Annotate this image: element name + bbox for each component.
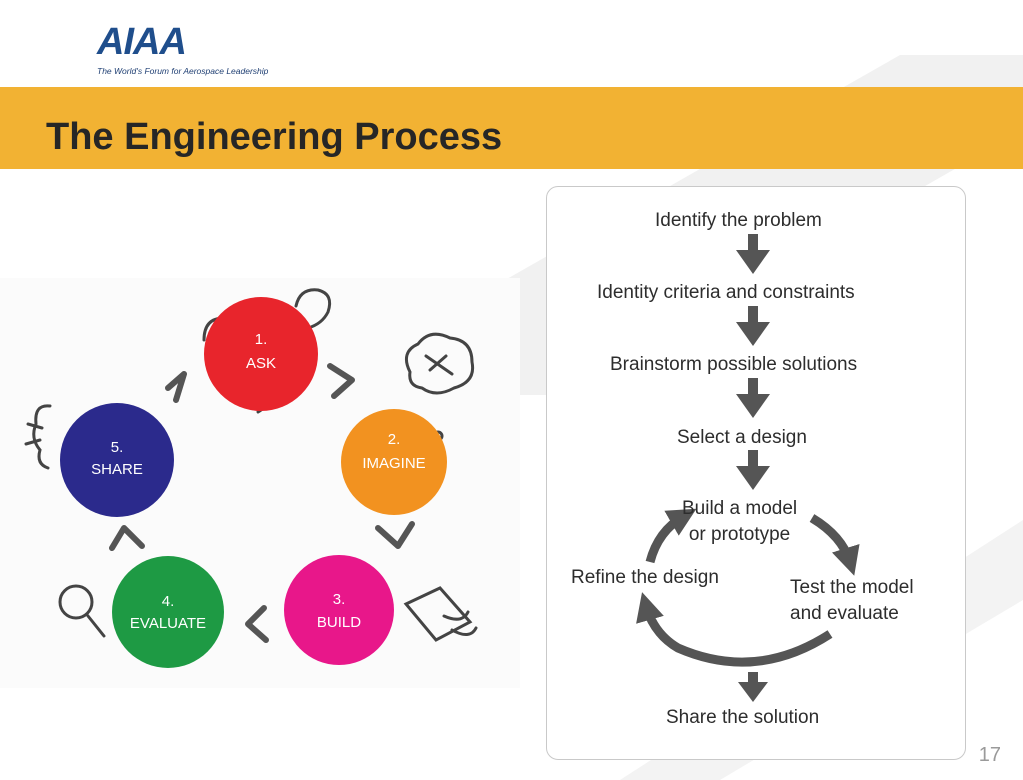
flow-step-criteria: Identity criteria and constraints bbox=[597, 282, 855, 303]
question-mark-icon bbox=[294, 288, 332, 340]
cycle-arrow-share-ask bbox=[165, 371, 187, 403]
stage-imagine: 2. IMAGINE bbox=[341, 409, 447, 515]
slide-title: The Engineering Process bbox=[46, 116, 503, 158]
loop-arrow-to-refine bbox=[636, 592, 833, 667]
stage-ask: 1. ASK bbox=[204, 297, 318, 411]
shouting-face-icon bbox=[24, 404, 52, 470]
down-arrow-icon bbox=[738, 672, 768, 702]
loop-arrow-to-test bbox=[809, 514, 860, 576]
flow-step-share-solution: Share the solution bbox=[666, 707, 820, 728]
scissors-icon bbox=[403, 586, 478, 642]
down-arrow-icon bbox=[736, 306, 770, 346]
page-number: 17 bbox=[978, 744, 1001, 766]
flow-step-test: Test the model and evaluate bbox=[790, 575, 914, 627]
stage-label: BUILD bbox=[317, 614, 361, 631]
logo-tagline: The World's Forum for Aerospace Leadersh… bbox=[97, 66, 269, 76]
stage-number: 2. bbox=[388, 431, 401, 448]
flow-step-identify-problem: Identify the problem bbox=[655, 210, 822, 231]
test-line-1: Test the model bbox=[790, 577, 914, 598]
stage-label: EVALUATE bbox=[130, 615, 206, 632]
down-arrow-icon bbox=[736, 234, 770, 274]
stage-number: 1. bbox=[255, 331, 268, 348]
thought-bubble-icon bbox=[404, 332, 475, 395]
rocket-sketch-icon bbox=[424, 354, 454, 376]
down-arrow-icon bbox=[736, 378, 770, 418]
stage-build: 3. BUILD bbox=[284, 555, 394, 665]
flowchart-arrows bbox=[636, 234, 860, 702]
stage-label: SHARE bbox=[91, 461, 143, 478]
stage-label: IMAGINE bbox=[362, 455, 425, 472]
cycle-arrow-ask-imagine bbox=[327, 363, 355, 399]
test-line-2: and evaluate bbox=[790, 603, 899, 624]
down-arrow-icon bbox=[736, 450, 770, 490]
build-line-1: Build a model bbox=[682, 498, 798, 519]
aiaa-logo: AIAA The World's Forum for Aerospace Lea… bbox=[97, 21, 268, 80]
stage-share: 5. SHARE bbox=[60, 403, 174, 517]
stage-number: 3. bbox=[333, 591, 346, 608]
engineering-cycle-diagram: 1. ASK 2. IMAGINE 3. BUILD 4. EVALUATE 5… bbox=[24, 288, 478, 668]
title-bar bbox=[0, 87, 1023, 169]
flow-step-select-design: Select a design bbox=[677, 427, 807, 448]
stage-evaluate: 4. EVALUATE bbox=[112, 556, 224, 668]
loop-arrow-to-build bbox=[645, 508, 697, 564]
flow-step-build-model: Build a model or prototype bbox=[682, 496, 797, 548]
stage-label: ASK bbox=[246, 355, 276, 372]
cycle-arrow-evaluate-share bbox=[109, 525, 145, 551]
build-line-2: or prototype bbox=[688, 524, 791, 545]
cycle-arrow-imagine-build bbox=[375, 521, 415, 549]
flow-step-refine: Refine the design bbox=[571, 567, 719, 588]
stage-number: 5. bbox=[111, 439, 124, 456]
stage-number: 4. bbox=[162, 593, 175, 610]
flow-step-brainstorm: Brainstorm possible solutions bbox=[610, 354, 858, 375]
magnifier-icon bbox=[58, 584, 94, 620]
cycle-arrow-build-evaluate bbox=[245, 605, 269, 643]
logo-wordmark: AIAA bbox=[97, 21, 187, 63]
